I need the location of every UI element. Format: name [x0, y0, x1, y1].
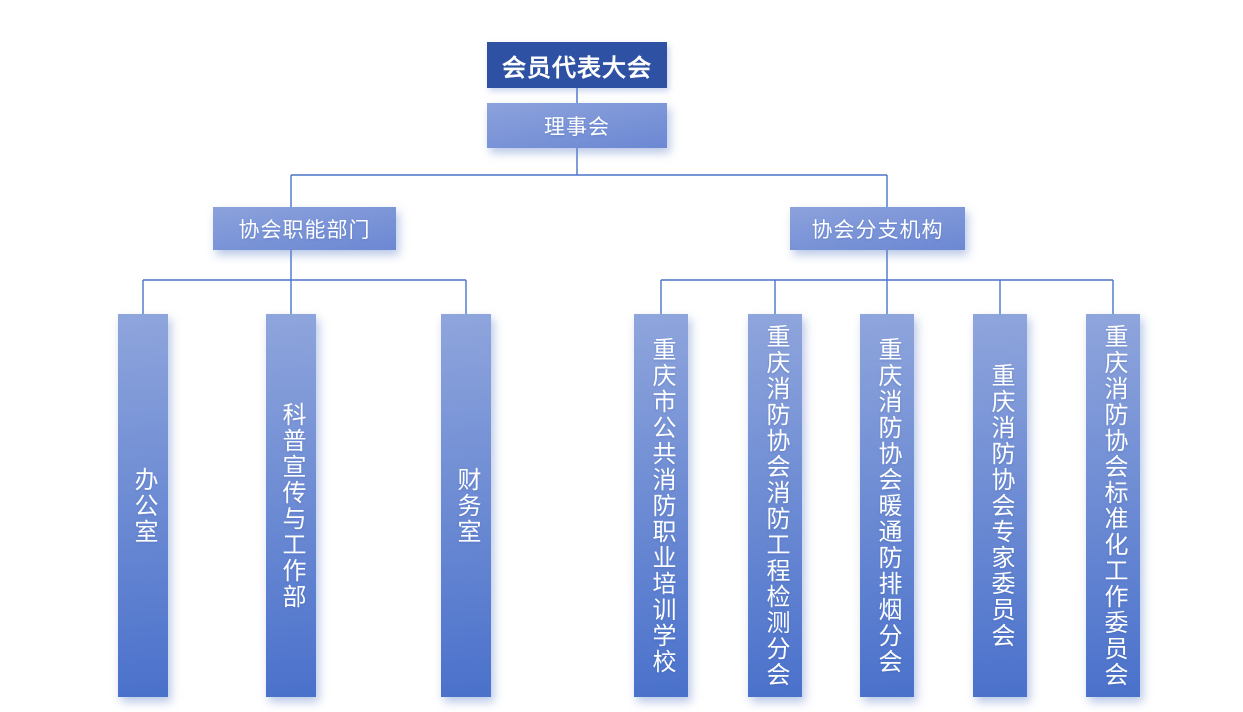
- node-members-congress: 会员代表大会: [487, 42, 667, 88]
- node-office: 办公室: [118, 314, 168, 697]
- node-fire-vocational-training-school: 重庆市公共消防职业培训学校: [634, 314, 688, 697]
- node-science-publicity-dept: 科普宣传与工作部: [266, 314, 316, 697]
- node-expert-committee-label: 重庆消防协会专家委员会: [987, 362, 1014, 649]
- node-council: 理事会: [487, 103, 667, 148]
- node-functional-departments: 协会职能部门: [213, 207, 396, 250]
- node-standardization-work-committee: 重庆消防协会标准化工作委员会: [1086, 314, 1140, 697]
- node-finance-office-label: 财务室: [453, 466, 480, 545]
- node-office-label: 办公室: [130, 466, 157, 545]
- node-fire-vocational-training-school-label: 重庆市公共消防职业培训学校: [648, 336, 675, 675]
- node-functional-departments-label: 协会职能部门: [238, 218, 371, 242]
- node-branch-organizations-label: 协会分支机构: [811, 218, 944, 242]
- node-standardization-work-committee-label: 重庆消防协会标准化工作委员会: [1100, 323, 1127, 688]
- node-hvac-smoke-control-branch-label: 重庆消防协会暖通防排烟分会: [874, 336, 901, 675]
- node-fire-engineering-inspection-branch: 重庆消防协会消防工程检测分会: [748, 314, 802, 697]
- node-science-publicity-dept-label: 科普宣传与工作部: [278, 401, 305, 610]
- node-branch-organizations: 协会分支机构: [790, 207, 965, 250]
- node-fire-engineering-inspection-branch-label: 重庆消防协会消防工程检测分会: [762, 323, 789, 688]
- node-members-congress-label: 会员代表大会: [502, 54, 652, 82]
- node-council-label: 理事会: [544, 115, 610, 139]
- node-hvac-smoke-control-branch: 重庆消防协会暖通防排烟分会: [860, 314, 914, 697]
- node-finance-office: 财务室: [441, 314, 491, 697]
- node-expert-committee: 重庆消防协会专家委员会: [973, 314, 1027, 697]
